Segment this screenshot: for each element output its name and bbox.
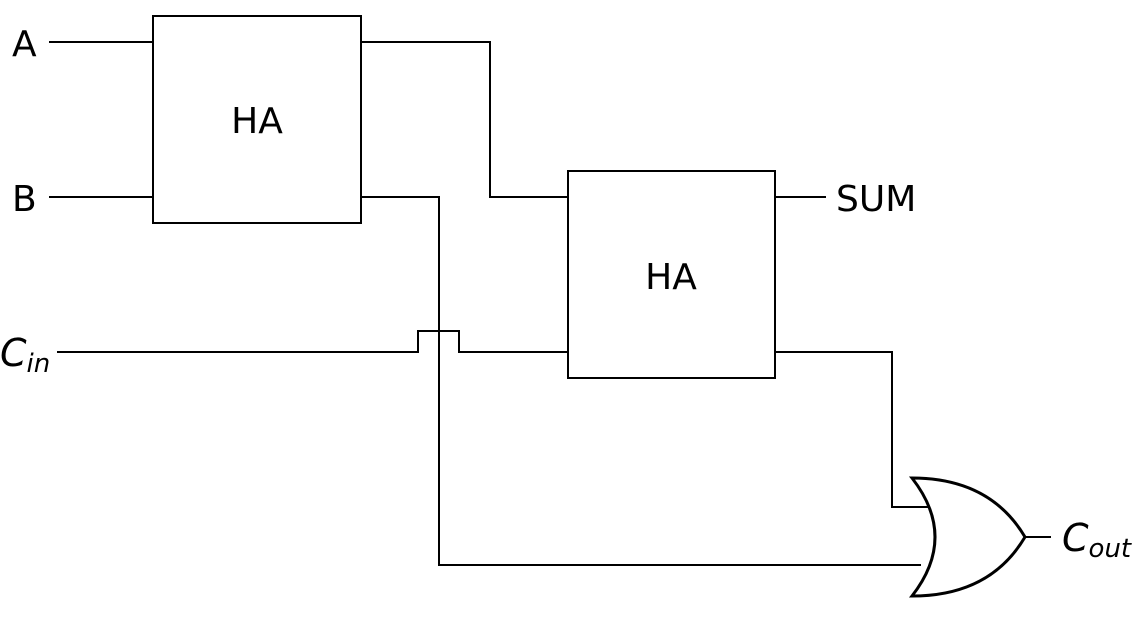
output-cout-label: Cout bbox=[1062, 516, 1132, 564]
wire-ha2-carry-to-or bbox=[774, 351, 931, 508]
input-cin-main: C bbox=[0, 331, 27, 375]
input-cin-sub: in bbox=[27, 349, 51, 379]
wire-cin-to-ha2 bbox=[57, 330, 569, 353]
input-b-label: B bbox=[12, 179, 37, 220]
wire-ha1-sum-to-ha2 bbox=[360, 41, 569, 198]
half-adder-1-label: HA bbox=[231, 101, 283, 142]
half-adder-2-label: HA bbox=[645, 257, 697, 298]
input-a-label: A bbox=[12, 24, 37, 65]
output-cout-main: C bbox=[1062, 516, 1089, 560]
input-cin-label: Cin bbox=[0, 331, 50, 379]
or-gate-icon bbox=[908, 476, 1027, 598]
half-adder-1 bbox=[152, 15, 362, 224]
wire-ha1-carry-to-or bbox=[360, 196, 921, 566]
half-adder-2 bbox=[567, 170, 776, 379]
output-cout-sub: out bbox=[1089, 534, 1132, 564]
output-sum-label: SUM bbox=[836, 179, 916, 220]
